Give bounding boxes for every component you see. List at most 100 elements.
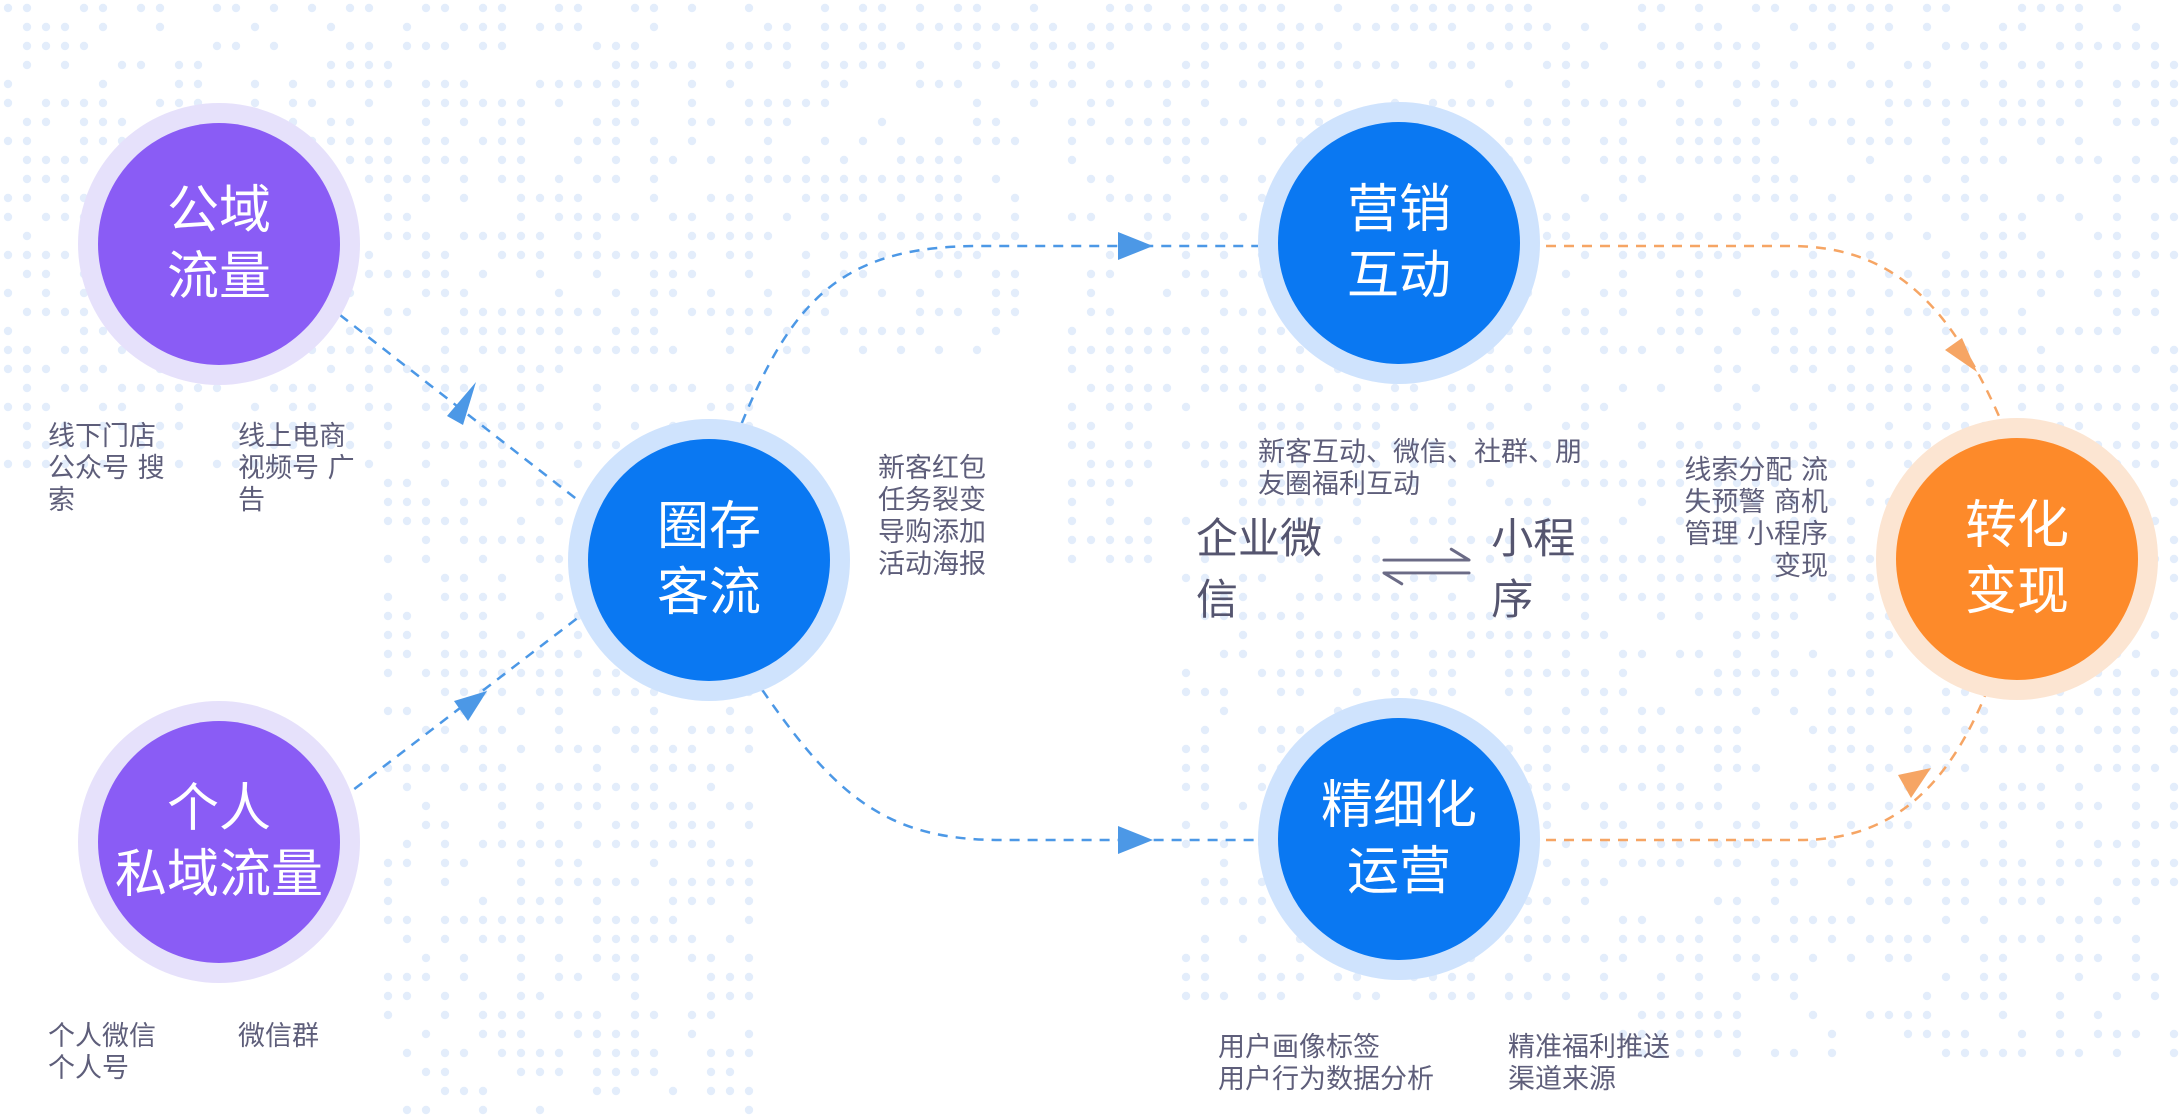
map-dot [1561,212,1571,222]
map-dot [288,440,298,450]
platform-exchange: 企业微信 小程序 [1196,514,1616,624]
map-dot [269,459,279,469]
map-dot [516,117,526,127]
map-dot [22,41,32,51]
map-dot [174,98,184,108]
map-dot [1257,421,1267,431]
map-dot [1637,60,1647,70]
map-dot [1694,687,1704,697]
map-dot [649,744,659,754]
map-dot [706,193,716,203]
map-dot [41,174,51,184]
map-dot [1732,288,1742,298]
map-dot [915,250,925,260]
map-dot [1770,649,1780,659]
map-dot [307,98,317,108]
map-dot [1580,516,1590,526]
map-dot [421,98,431,108]
map-dot [1846,573,1856,583]
map-dot [1390,22,1400,32]
map-dot [2150,212,2160,222]
map-dot [1675,345,1685,355]
map-dot [1941,193,1951,203]
map-dot [1371,630,1381,640]
map-dot [1846,269,1856,279]
map-dot [630,98,640,108]
map-dot [117,60,127,70]
map-dot [1162,193,1172,203]
map-dot [744,725,754,735]
map-dot [478,383,488,393]
map-dot [1808,573,1818,583]
map-dot [1941,250,1951,260]
map-dot [1732,592,1742,602]
map-dot [1200,269,1210,279]
map-dot [877,22,887,32]
map-dot [1865,687,1875,697]
map-dot [1485,611,1495,621]
map-dot [174,402,184,412]
map-dot [459,516,469,526]
map-dot [1295,459,1305,469]
map-dot [1409,611,1419,621]
map-dot [383,364,393,374]
map-dot [934,231,944,241]
map-dot [1884,364,1894,374]
map-dot [1086,22,1096,32]
map-dot [554,326,564,336]
map-dot [1618,687,1628,697]
map-dot [383,630,393,640]
map-dot [2112,174,2122,184]
map-dot [41,402,51,412]
map-dot [22,155,32,165]
map-dot [1979,60,1989,70]
map-dot [98,402,108,412]
map-dot [1960,193,1970,203]
map-dot [1371,440,1381,450]
map-dot [1276,725,1286,735]
map-dot [1561,478,1571,488]
map-dot [1789,174,1799,184]
map-dot [402,364,412,374]
map-dot [402,231,412,241]
map-dot [1808,345,1818,355]
map-dot [478,478,488,488]
map-dot [1257,497,1267,507]
map-dot [630,3,640,13]
map-dot [915,155,925,165]
label-operations-left: 用户画像标签 用户行为数据分析 [1218,1032,1434,1096]
map-dot [1770,630,1780,640]
map-dot [1732,79,1742,89]
map-dot [1067,136,1077,146]
map-dot [1086,440,1096,450]
map-dot [1922,288,1932,298]
map-dot [497,231,507,241]
retain-method-4: 活动海报 [878,549,986,580]
map-dot [706,402,716,412]
map-dot [2131,364,2141,374]
map-dot [459,79,469,89]
map-dot [1238,611,1248,621]
map-dot [1637,592,1647,602]
map-dot [1143,212,1153,222]
map-dot [516,193,526,203]
map-dot [554,22,564,32]
map-dot [1105,22,1115,32]
map-dot [22,402,32,412]
map-dot [383,706,393,716]
map-dot [2131,117,2141,127]
map-dot [155,383,165,393]
map-dot [820,136,830,146]
map-dot [364,459,374,469]
map-dot [1599,41,1609,51]
map-dot [2017,98,2027,108]
map-dot [1352,459,1362,469]
map-dot [649,725,659,735]
map-dot [1200,383,1210,393]
map-dot [1219,3,1229,13]
map-dot [649,706,659,716]
map-dot [1067,60,1077,70]
map-dot [2150,79,2160,89]
map-dot [1675,744,1685,754]
map-dot [1295,79,1305,89]
